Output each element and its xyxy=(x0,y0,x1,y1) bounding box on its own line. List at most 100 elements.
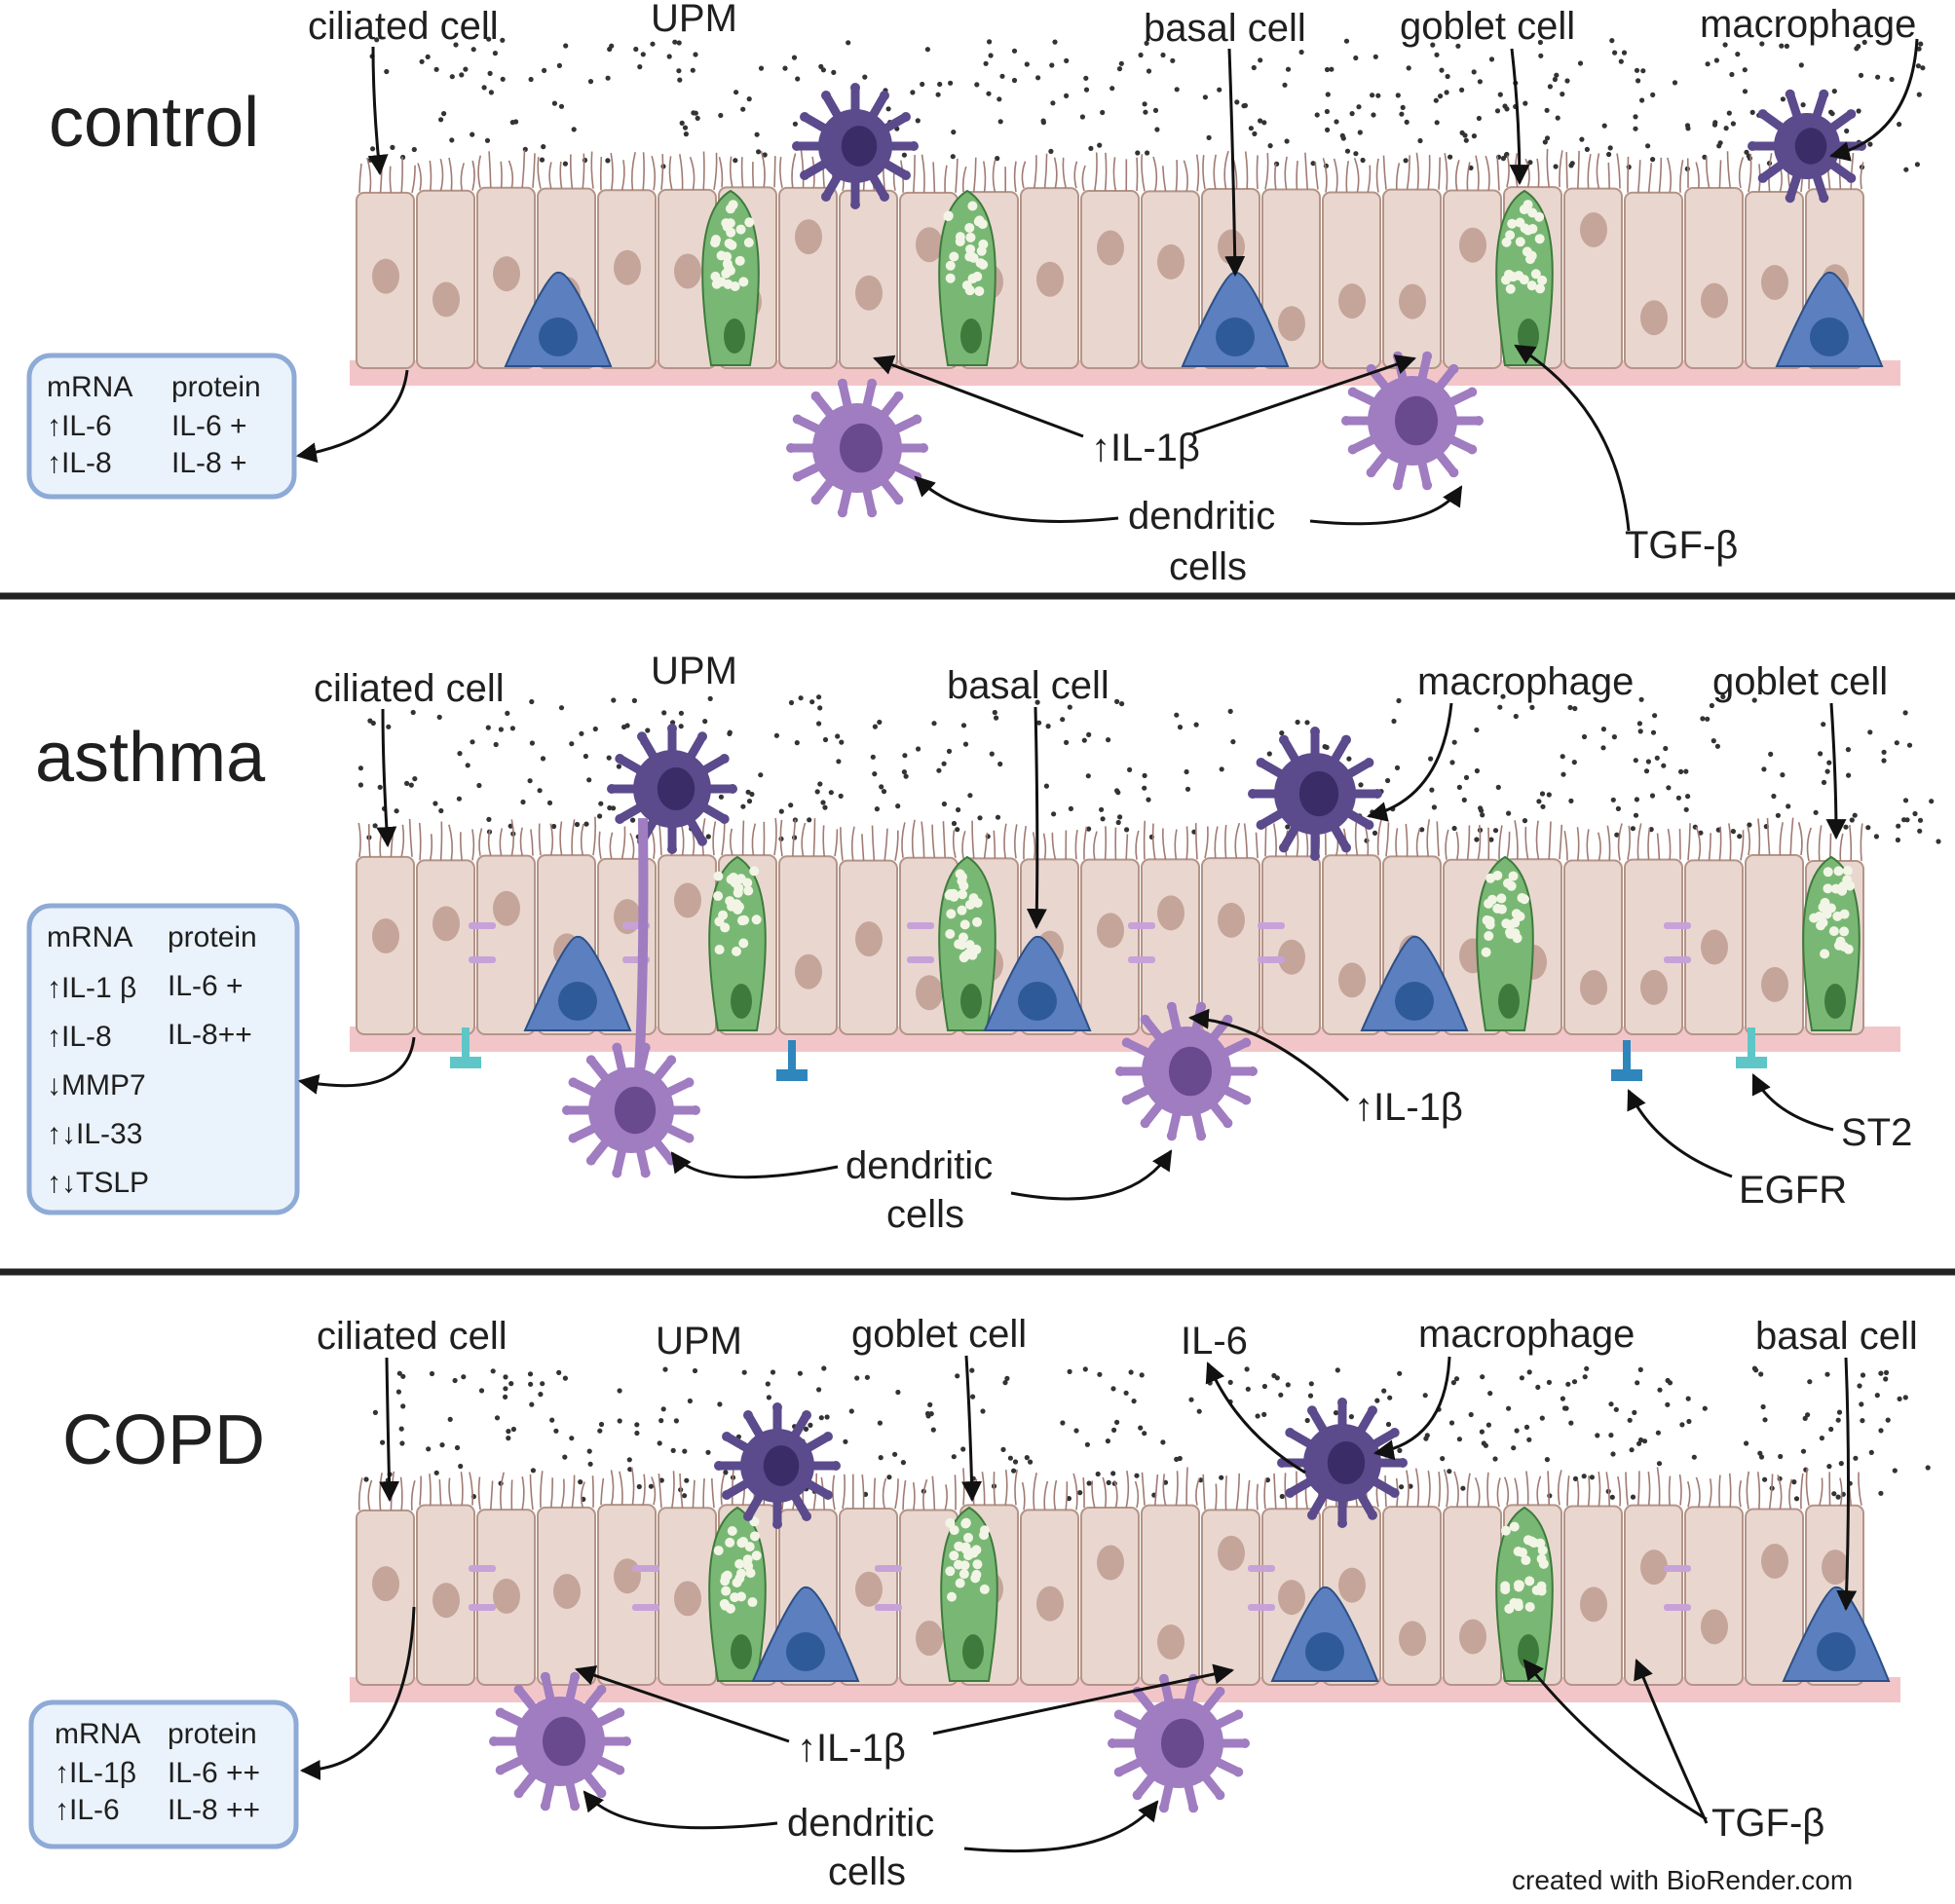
particle xyxy=(542,68,546,73)
particle xyxy=(611,697,616,702)
cell-nucleus xyxy=(372,259,399,294)
particle xyxy=(1308,1394,1313,1399)
cell-nucleus xyxy=(1459,1619,1486,1654)
mucus-granule xyxy=(1535,1539,1545,1549)
cilium xyxy=(1638,1471,1639,1505)
particle xyxy=(1170,58,1175,63)
cilium xyxy=(1163,1474,1165,1505)
process-tip xyxy=(615,814,624,824)
particle xyxy=(1375,93,1380,98)
cilium xyxy=(1446,830,1448,860)
particle xyxy=(1729,72,1734,77)
cilium xyxy=(1439,1472,1440,1507)
mucus-granule xyxy=(1820,949,1829,958)
cilium xyxy=(1406,824,1407,856)
particle xyxy=(1545,1457,1550,1462)
cilia xyxy=(658,1471,714,1508)
particle xyxy=(1743,67,1748,72)
process-tip xyxy=(909,141,919,151)
process-tip xyxy=(772,1402,782,1412)
particle xyxy=(882,789,886,794)
particle xyxy=(793,122,798,127)
mucus-granule xyxy=(736,225,746,235)
box-head-mrna: mRNA xyxy=(55,1718,140,1750)
process-tip xyxy=(1108,1738,1117,1748)
process-tip xyxy=(1248,1066,1258,1076)
cell-nucleus xyxy=(1399,284,1426,319)
cilium xyxy=(1094,832,1097,860)
upm-particles xyxy=(368,37,1926,172)
particle xyxy=(1086,732,1091,737)
cilium xyxy=(440,159,442,190)
mucus-granule xyxy=(752,915,762,924)
particle xyxy=(1299,50,1304,55)
mucus-granule xyxy=(959,1569,969,1579)
particle xyxy=(1529,705,1534,710)
mucus-granule xyxy=(1829,926,1839,936)
particle xyxy=(1583,1374,1588,1379)
mucus-granule xyxy=(958,889,967,899)
box-mrna-item: ↑IL-8 xyxy=(47,1021,112,1053)
particle xyxy=(1737,834,1742,839)
particle xyxy=(821,67,826,72)
particle xyxy=(1145,150,1149,155)
particle xyxy=(1916,63,1921,68)
particle xyxy=(1286,1382,1291,1387)
particle xyxy=(1836,1418,1841,1423)
particle xyxy=(1556,116,1560,121)
cell-nucleus xyxy=(1218,903,1245,938)
cilium xyxy=(533,153,535,187)
cilium xyxy=(1145,821,1146,860)
mucus-granule xyxy=(1539,1559,1549,1569)
cilium xyxy=(1022,162,1025,188)
particle xyxy=(511,1427,516,1432)
cilia xyxy=(418,158,474,191)
cell-body xyxy=(1081,1508,1139,1685)
cell-nucleus xyxy=(1161,1719,1204,1769)
mucus-granule xyxy=(980,1525,990,1535)
particle xyxy=(538,788,543,793)
goblet-nucleus xyxy=(962,1634,984,1669)
cilium xyxy=(914,155,915,193)
mucus-granule xyxy=(734,1559,744,1569)
particle xyxy=(1715,744,1720,749)
process-tip xyxy=(722,1432,732,1441)
particle xyxy=(400,1374,405,1379)
label-dendritic-2: cells xyxy=(1169,545,1247,588)
particle xyxy=(998,119,1003,124)
cell-body xyxy=(477,856,535,1034)
particle xyxy=(1652,713,1657,718)
cilium xyxy=(1808,828,1812,861)
mucus-granule xyxy=(945,1566,955,1576)
cilium xyxy=(391,1472,394,1511)
arrow-ciliated xyxy=(373,47,380,173)
process-tip xyxy=(684,1077,694,1087)
mucus-granule xyxy=(721,1587,731,1596)
mucus-granule xyxy=(1537,276,1547,285)
particle xyxy=(696,116,700,121)
process-tip xyxy=(893,392,903,401)
cilium xyxy=(611,153,613,190)
cell-nucleus xyxy=(855,276,883,311)
particle xyxy=(1361,158,1366,163)
particle xyxy=(1381,1389,1386,1394)
particle xyxy=(563,43,568,48)
mucus-granule xyxy=(946,909,956,918)
cilium xyxy=(1729,823,1731,860)
cilium xyxy=(449,825,452,861)
particle xyxy=(682,1449,687,1454)
cell-body xyxy=(1564,861,1622,1034)
particle xyxy=(588,1462,593,1467)
particle xyxy=(1434,53,1439,57)
particle xyxy=(1631,1495,1635,1500)
cell-nucleus xyxy=(1278,306,1305,341)
particle xyxy=(999,74,1004,79)
cilium xyxy=(449,158,452,191)
cilium xyxy=(1680,1475,1681,1506)
particle xyxy=(1824,1372,1829,1377)
particle xyxy=(372,157,377,162)
particle xyxy=(1245,1366,1250,1371)
cilia xyxy=(1203,151,1258,189)
cilium xyxy=(1587,829,1589,860)
cilia xyxy=(538,152,593,189)
